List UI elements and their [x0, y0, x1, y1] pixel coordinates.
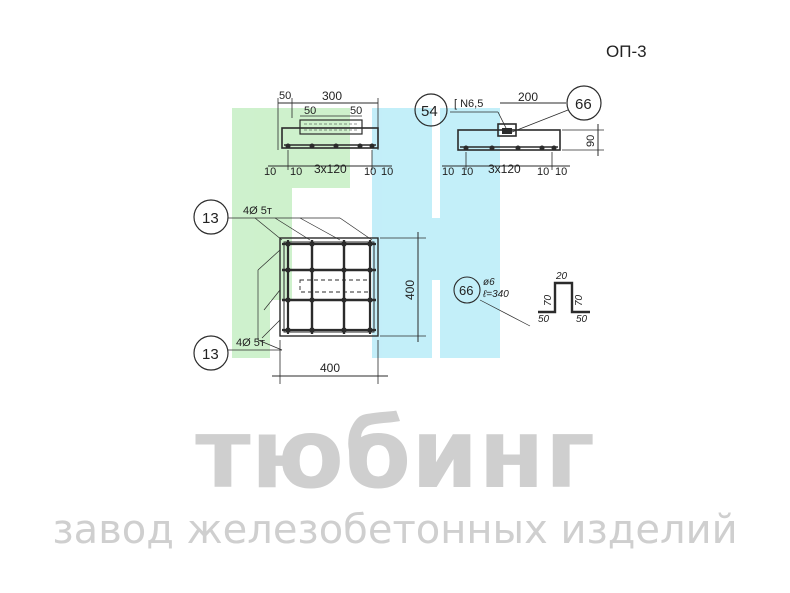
- section-b-dim-top: 200: [518, 90, 538, 104]
- section-b-callout-left: 54: [421, 103, 438, 120]
- callout-66-circle: [566, 85, 602, 121]
- section-b: 54 [ N6,5 200 66 90 10 10 3x120 10 10: [414, 85, 604, 178]
- callout-54-circle: [414, 93, 448, 127]
- section-b-dim-bl2: 10: [461, 166, 473, 178]
- section-a-dim-inner-right: 50: [350, 105, 362, 117]
- section-a-dim-bottom: 3x120: [314, 162, 347, 176]
- detail-66: 66 ø6 ℓ=340 70 50 20 70 50: [453, 271, 590, 327]
- section-b-dim-bottom: 3x120: [488, 162, 521, 176]
- plan-view: 13 4Ø 5т: [193, 199, 426, 384]
- section-a: 50 300 50 50 10 10 3x120 10 10: [264, 89, 393, 178]
- detail-length: ℓ=340: [482, 289, 509, 300]
- plan-bars-top: 4Ø 5т: [243, 205, 272, 217]
- detail-dim-c: 20: [555, 271, 568, 282]
- detail-callout: 66: [459, 283, 473, 298]
- detail-dim-e: 50: [576, 314, 588, 325]
- section-a-dim-top: 300: [322, 89, 342, 103]
- section-a-dim-br1: 10: [364, 166, 376, 178]
- plan-callout-bottom: 13: [202, 346, 219, 363]
- logo-mark: [232, 108, 500, 358]
- detail-dim-d: 70: [574, 294, 585, 306]
- logo-tagline: завод железобетонных изделий: [52, 507, 737, 553]
- callout-13-top-circle: [193, 199, 229, 235]
- section-b-channel-label: [ N6,5: [454, 98, 483, 110]
- section-a-dim-edge: 50: [279, 90, 291, 102]
- section-a-dim-inner-left: 50: [304, 105, 316, 117]
- plan-bars-bottom: 4Ø 5т: [236, 337, 265, 349]
- detail-dim-a: 70: [543, 294, 554, 306]
- section-a-dim-br2: 10: [381, 166, 393, 178]
- detail-dia: ø6: [483, 277, 495, 288]
- plan-dim-height: 400: [403, 280, 417, 300]
- logo-name: тюбинг: [195, 398, 595, 510]
- callout-66-detail-circle: [453, 276, 481, 304]
- detail-dim-b: 50: [538, 314, 550, 325]
- plan-callout-top: 13: [202, 210, 219, 227]
- section-a-dim-bl1: 10: [264, 166, 276, 178]
- section-b-callout-right: 66: [575, 96, 592, 113]
- section-b-dim-br2: 10: [555, 166, 567, 178]
- drawing-code: ОП-3: [606, 42, 647, 61]
- section-a-dim-bl2: 10: [290, 166, 302, 178]
- section-b-dim-bl1: 10: [442, 166, 454, 178]
- section-b-dim-height: 90: [585, 135, 597, 147]
- callout-13-bottom-circle: [193, 335, 229, 371]
- section-b-dim-br1: 10: [537, 166, 549, 178]
- plan-dim-width: 400: [320, 361, 340, 375]
